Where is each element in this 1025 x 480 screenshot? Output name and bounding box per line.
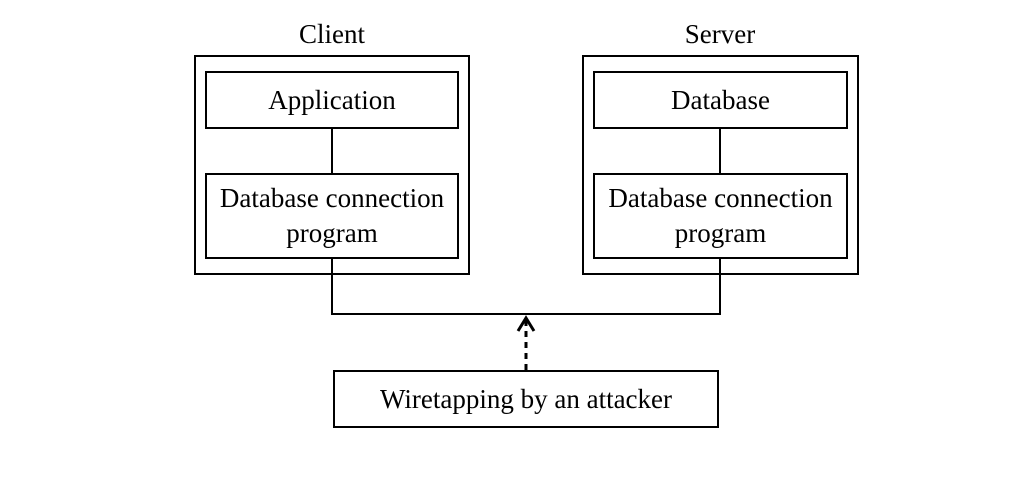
server-db-connection-box: Database connection program (593, 173, 848, 259)
server-container (582, 55, 859, 275)
client-db-connection-box: Database connection program (205, 173, 459, 259)
client-title: Client (299, 19, 365, 49)
server-title: Server (684, 19, 756, 49)
attacker-label: Wiretapping by an attacker (379, 383, 673, 414)
wiretap-arrowhead (516, 315, 536, 332)
attacker-box: Wiretapping by an attacker (333, 370, 719, 428)
client-container (194, 55, 470, 275)
server-database-label: Database (671, 84, 770, 115)
client-db-connection-label: Database connection program (219, 183, 445, 248)
client-application-box: Application (205, 71, 459, 129)
server-database-box: Database (593, 71, 848, 129)
client-application-label: Application (268, 84, 396, 115)
server-db-connection-label: Database connection program (608, 183, 833, 248)
network-connection-line (331, 258, 721, 315)
